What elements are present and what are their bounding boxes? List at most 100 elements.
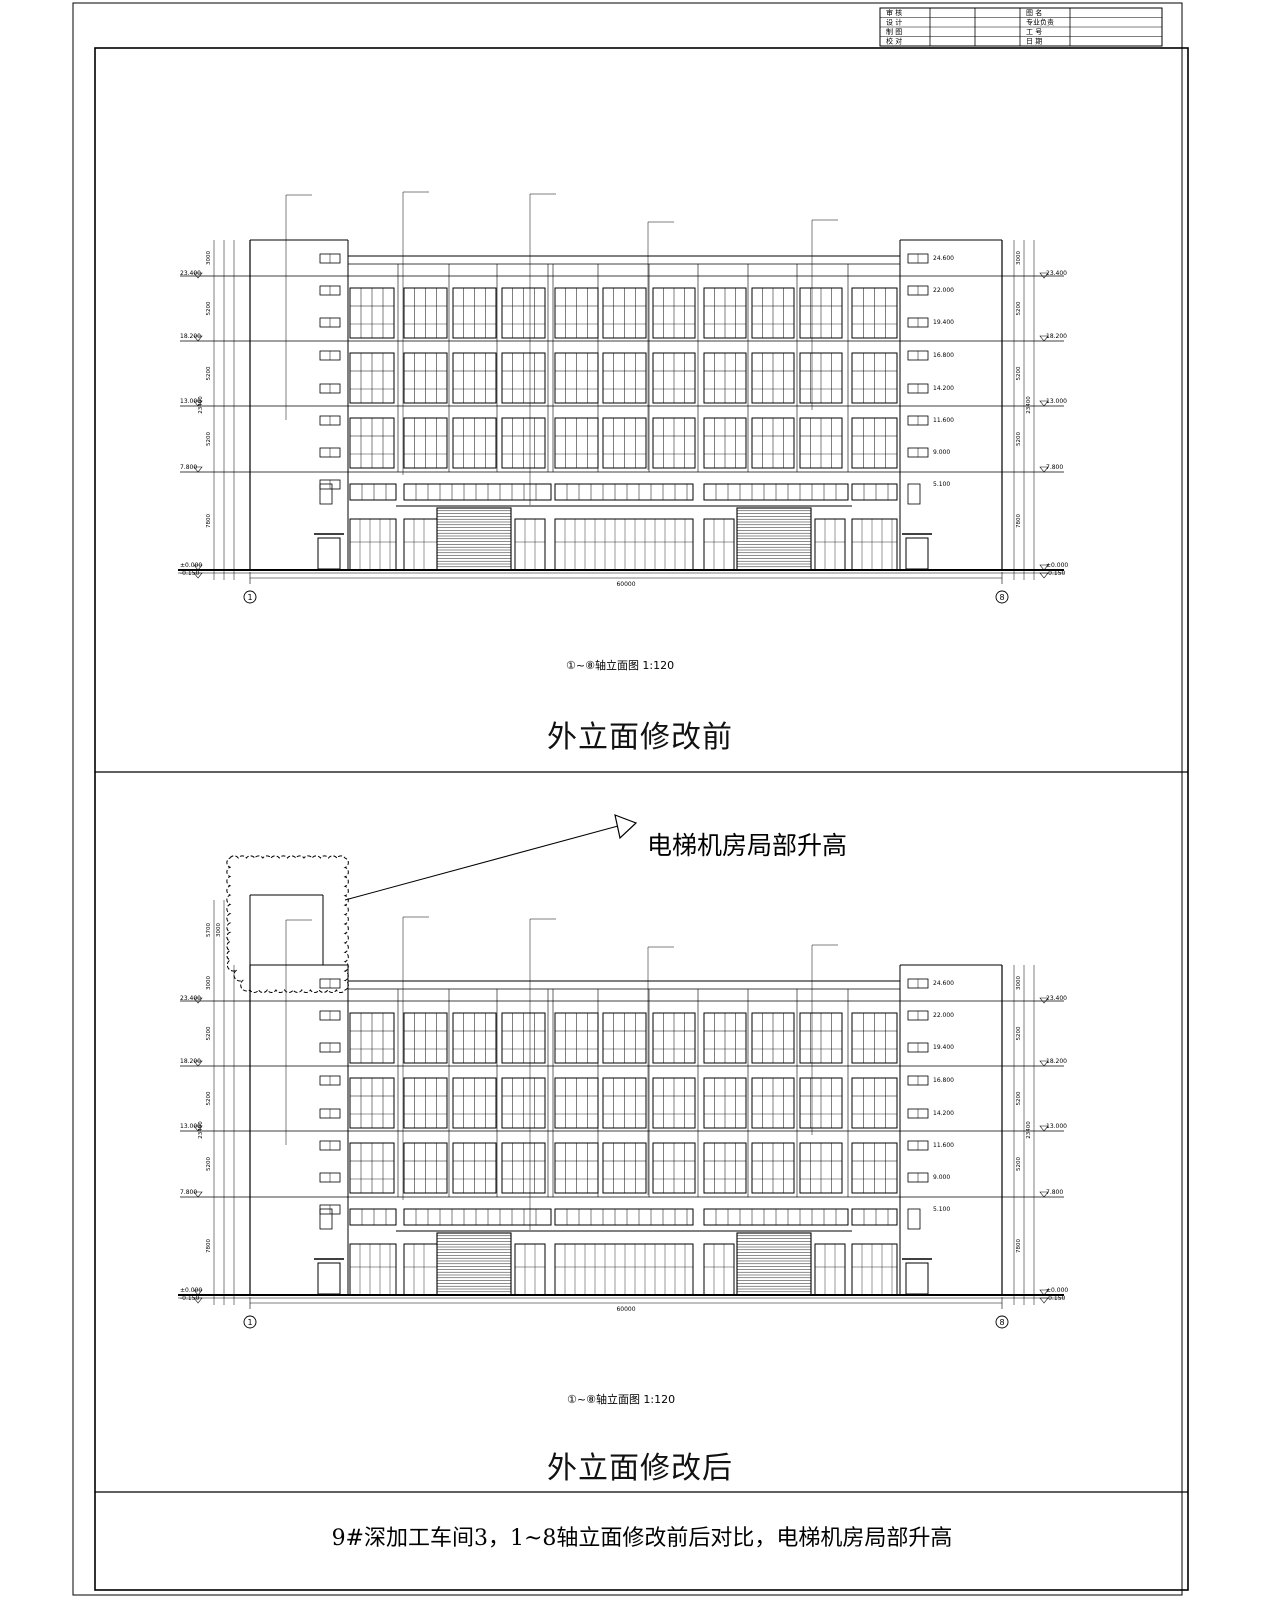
level-marker bbox=[193, 400, 203, 407]
revision-cloud-outline bbox=[226, 855, 349, 993]
level-marker bbox=[1039, 272, 1049, 279]
axis-bubble bbox=[995, 590, 1009, 604]
ribbon-window bbox=[349, 483, 397, 501]
level-marker bbox=[1039, 1125, 1049, 1132]
dim-value-left: 5200 bbox=[206, 1157, 212, 1171]
view-label-before: ①~⑧轴立面图 1:120 bbox=[566, 659, 675, 672]
level-label-left: 7.800 bbox=[180, 464, 197, 471]
level-label-left: ±0.000 bbox=[180, 1287, 202, 1294]
level-marker bbox=[1039, 997, 1049, 1004]
level-label-right: 13.000 bbox=[1046, 1123, 1067, 1130]
title-block-cell: 工 号 bbox=[1026, 28, 1042, 36]
title-block-cell: 设 计 bbox=[886, 18, 902, 27]
dim-value-left: 3000 bbox=[206, 976, 212, 990]
stair-level-label: 24.600 bbox=[933, 980, 954, 987]
entry-door-right bbox=[905, 537, 929, 570]
dim-total-right: 23400 bbox=[1026, 1121, 1032, 1139]
ground-window bbox=[851, 1243, 898, 1296]
dim-value-right: 5200 bbox=[1016, 1026, 1022, 1040]
title-block-cell: 制 图 bbox=[886, 27, 902, 36]
level-label-right: 7.800 bbox=[1046, 464, 1063, 471]
dim-value-right: 5200 bbox=[1016, 366, 1022, 380]
stair-level-label: 16.800 bbox=[933, 1077, 954, 1084]
ribbon-window bbox=[554, 1208, 694, 1226]
ground-window bbox=[703, 518, 735, 571]
ground-window bbox=[554, 518, 694, 571]
overall-dim-value: 60000 bbox=[616, 1306, 635, 1313]
entry-door-right bbox=[905, 1262, 929, 1295]
dim-value-left: 7800 bbox=[206, 514, 212, 528]
level-label-left: 23.400 bbox=[180, 995, 201, 1002]
dim-value-right: 5200 bbox=[1016, 432, 1022, 446]
ground-window bbox=[703, 1243, 735, 1296]
ground-window bbox=[349, 518, 397, 571]
level-label-right: -0.150 bbox=[1046, 570, 1066, 577]
dim-value-left: 5200 bbox=[206, 1091, 212, 1105]
level-label-left: 18.200 bbox=[180, 1058, 201, 1065]
dim-value-left: 5200 bbox=[206, 1026, 212, 1040]
level-label-right: 18.200 bbox=[1046, 1058, 1067, 1065]
axis-label: 8 bbox=[999, 1318, 1004, 1327]
level-label-left: 7.800 bbox=[180, 1189, 197, 1196]
ground-window bbox=[814, 518, 846, 571]
level-label-right: 7.800 bbox=[1046, 1189, 1063, 1196]
level-marker bbox=[1039, 1060, 1049, 1067]
level-marker bbox=[1039, 400, 1049, 407]
title-block-cell: 专业负责 bbox=[1026, 18, 1054, 27]
stair-level-label: 11.600 bbox=[933, 417, 954, 424]
ribbon-window bbox=[403, 1208, 552, 1226]
level-marker bbox=[193, 1060, 203, 1067]
entry-door-left bbox=[317, 1262, 341, 1295]
dim-total-right: 23400 bbox=[1026, 396, 1032, 414]
overall-dim-value: 60000 bbox=[616, 581, 635, 588]
ribbon-window bbox=[851, 483, 898, 501]
level-marker bbox=[193, 466, 203, 473]
level-label-left: 18.200 bbox=[180, 333, 201, 340]
ground-window bbox=[514, 1243, 546, 1296]
dim-value-left: 7800 bbox=[206, 1239, 212, 1253]
level-label-right: 18.200 bbox=[1046, 333, 1067, 340]
dim-value-left: 5200 bbox=[206, 432, 212, 446]
stair-level-label: 14.200 bbox=[933, 1110, 954, 1117]
axis-label: 8 bbox=[999, 593, 1004, 602]
title-block-cell: 图 名 bbox=[1026, 8, 1042, 17]
level-marker bbox=[1039, 564, 1049, 571]
elevation-before: 24.60022.00019.40016.80014.20011.6009.00… bbox=[178, 191, 1068, 604]
outer-frame bbox=[72, 2, 1183, 1596]
caption-before: 外立面修改前 bbox=[547, 720, 733, 755]
level-marker bbox=[193, 1191, 203, 1198]
stair-level-label: 19.400 bbox=[933, 1044, 954, 1051]
axis-bubble bbox=[243, 590, 257, 604]
stair-level-label: 19.400 bbox=[933, 319, 954, 326]
dim-value-right: 3000 bbox=[1016, 251, 1022, 265]
inner-frame bbox=[94, 47, 1189, 1591]
level-marker bbox=[1039, 335, 1049, 342]
title-block: 审 核图 名设 计专业负责制 图工 号校 对日 期 bbox=[879, 7, 1163, 47]
level-marker bbox=[193, 572, 203, 579]
revision-cloud bbox=[226, 814, 638, 993]
level-label-right: -0.150 bbox=[1046, 1295, 1066, 1302]
dim-value-right: 3000 bbox=[1016, 976, 1022, 990]
dim-value-right: 7800 bbox=[1016, 514, 1022, 528]
ground-window bbox=[514, 518, 546, 571]
level-label-right: 13.000 bbox=[1046, 398, 1067, 405]
level-label-left: -0.150 bbox=[180, 570, 200, 577]
stair-level-label: 22.000 bbox=[933, 1012, 954, 1019]
level-marker bbox=[193, 272, 203, 279]
ground-window bbox=[814, 1243, 846, 1296]
stair-level-label: 5.100 bbox=[933, 1206, 950, 1213]
level-label-right: ±0.000 bbox=[1046, 1287, 1068, 1294]
dim-total-left: 23400 bbox=[198, 1121, 204, 1139]
ground-window bbox=[851, 518, 898, 571]
level-marker bbox=[193, 335, 203, 342]
level-label-left: ±0.000 bbox=[180, 562, 202, 569]
dim-value-right: 5200 bbox=[1016, 301, 1022, 315]
ground-window bbox=[403, 518, 438, 571]
level-label-right: 23.400 bbox=[1046, 995, 1067, 1002]
level-marker bbox=[193, 1297, 203, 1304]
ground-window bbox=[403, 1243, 438, 1296]
level-marker bbox=[1039, 572, 1049, 579]
dim-value-right: 5200 bbox=[1016, 1091, 1022, 1105]
callout-label: 电梯机房局部升高 bbox=[647, 831, 848, 860]
